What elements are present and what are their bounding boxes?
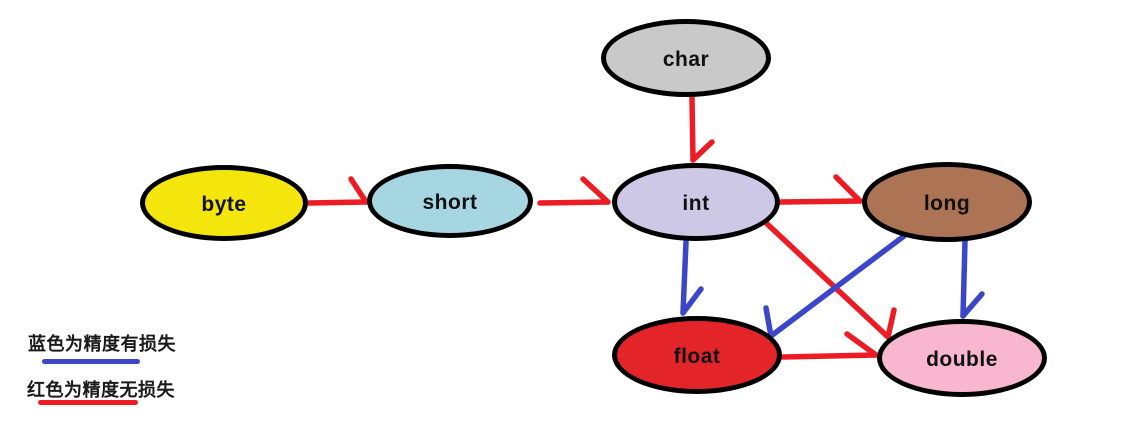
- node-byte: byte: [140, 165, 308, 241]
- node-short: short: [367, 164, 533, 238]
- legend-lossless-label: 红色为精度无损失: [27, 380, 175, 400]
- node-int: int: [612, 163, 780, 241]
- legend-lossy-line-swatch: [42, 359, 140, 364]
- node-float: float: [612, 316, 782, 394]
- node-label-float: float: [673, 344, 721, 368]
- legend-lossless-line-swatch: [38, 400, 138, 405]
- node-long: long: [862, 162, 1032, 242]
- node-label-int: int: [682, 191, 710, 215]
- node-label-byte: byte: [201, 192, 247, 216]
- node-label-long: long: [923, 191, 971, 215]
- node-label-short: short: [422, 190, 478, 214]
- node-label-char: char: [662, 47, 710, 71]
- node-char: char: [601, 19, 771, 97]
- node-double: double: [877, 319, 1047, 397]
- legend-lossy-label: 蓝色为精度有损失: [28, 334, 176, 354]
- node-label-double: double: [926, 347, 998, 371]
